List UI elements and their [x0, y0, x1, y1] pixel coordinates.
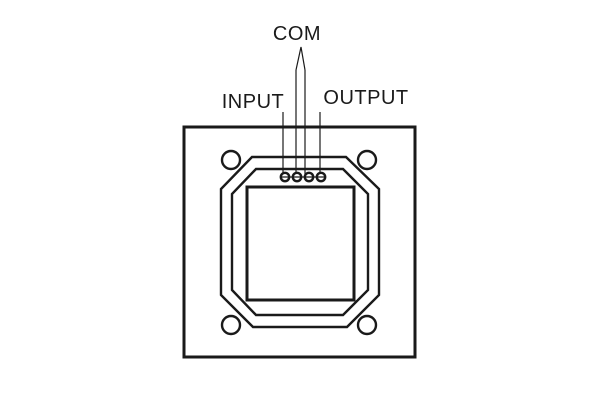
outer-package — [182, 125, 417, 359]
output-label: OUTPUT — [323, 87, 408, 109]
com-lead — [295, 46, 306, 174]
pin-pads — [279, 171, 327, 183]
com-label: COM — [273, 23, 321, 45]
sensing-window — [245, 185, 356, 302]
body-outline-outer — [219, 155, 381, 329]
mounting-hole-top-left — [220, 149, 242, 171]
input-label: INPUT — [222, 91, 285, 113]
body-outline-inner — [230, 167, 370, 317]
mounting-hole-bottom-right — [356, 314, 378, 336]
mounting-hole-bottom-left — [220, 314, 242, 336]
mounting-hole-top-right — [356, 149, 378, 171]
